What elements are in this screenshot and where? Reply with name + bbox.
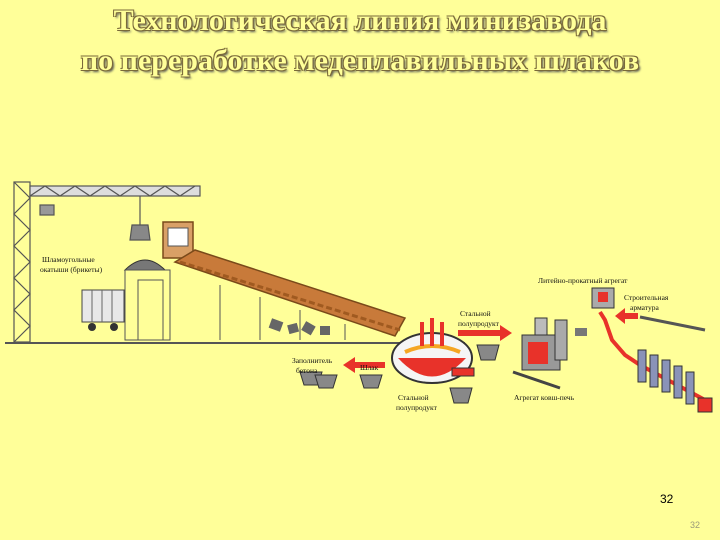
label-briquettes-2: окатыши (брикеты) xyxy=(40,265,103,274)
crane xyxy=(13,181,201,343)
ladles xyxy=(299,344,500,404)
label-rebar-1: Строительная xyxy=(624,293,669,302)
label-steel-semi-b2: полупродукт xyxy=(396,403,438,412)
arc-furnace xyxy=(391,318,475,384)
rail-wagon xyxy=(81,289,125,331)
flow-arrows xyxy=(343,308,638,373)
label-steel-semi-b1: Стальной xyxy=(398,393,429,402)
slide-number: 32 xyxy=(660,492,674,506)
inclined-conveyor xyxy=(173,249,407,340)
label-briquettes-1: Шламоугольные xyxy=(42,255,95,264)
title-line-1: Технологическая линия минизавода xyxy=(113,4,607,37)
label-steel-semi-1: Стальной xyxy=(460,309,491,318)
label-slag: Шлак xyxy=(360,363,379,372)
footer-page-number: 32 xyxy=(690,520,701,530)
casting-rolling-unit xyxy=(591,287,713,413)
rebar-product xyxy=(639,315,706,332)
ladle-furnace-unit xyxy=(512,317,587,390)
hopper xyxy=(162,221,194,259)
briquette-pile xyxy=(123,259,171,341)
label-filler-1: Заполнитель xyxy=(292,356,333,365)
title-line-2: по переработке медеплавильных шлаков xyxy=(80,44,640,77)
label-casting-unit: Литейно-прокатный агрегат xyxy=(538,276,628,285)
label-rebar-2: арматура xyxy=(630,303,659,312)
label-ladle-furnace: Агрегат ковш-печь xyxy=(514,393,575,402)
label-steel-semi-2: полупродукт xyxy=(458,319,500,328)
label-filler-2: бетона xyxy=(296,366,318,375)
